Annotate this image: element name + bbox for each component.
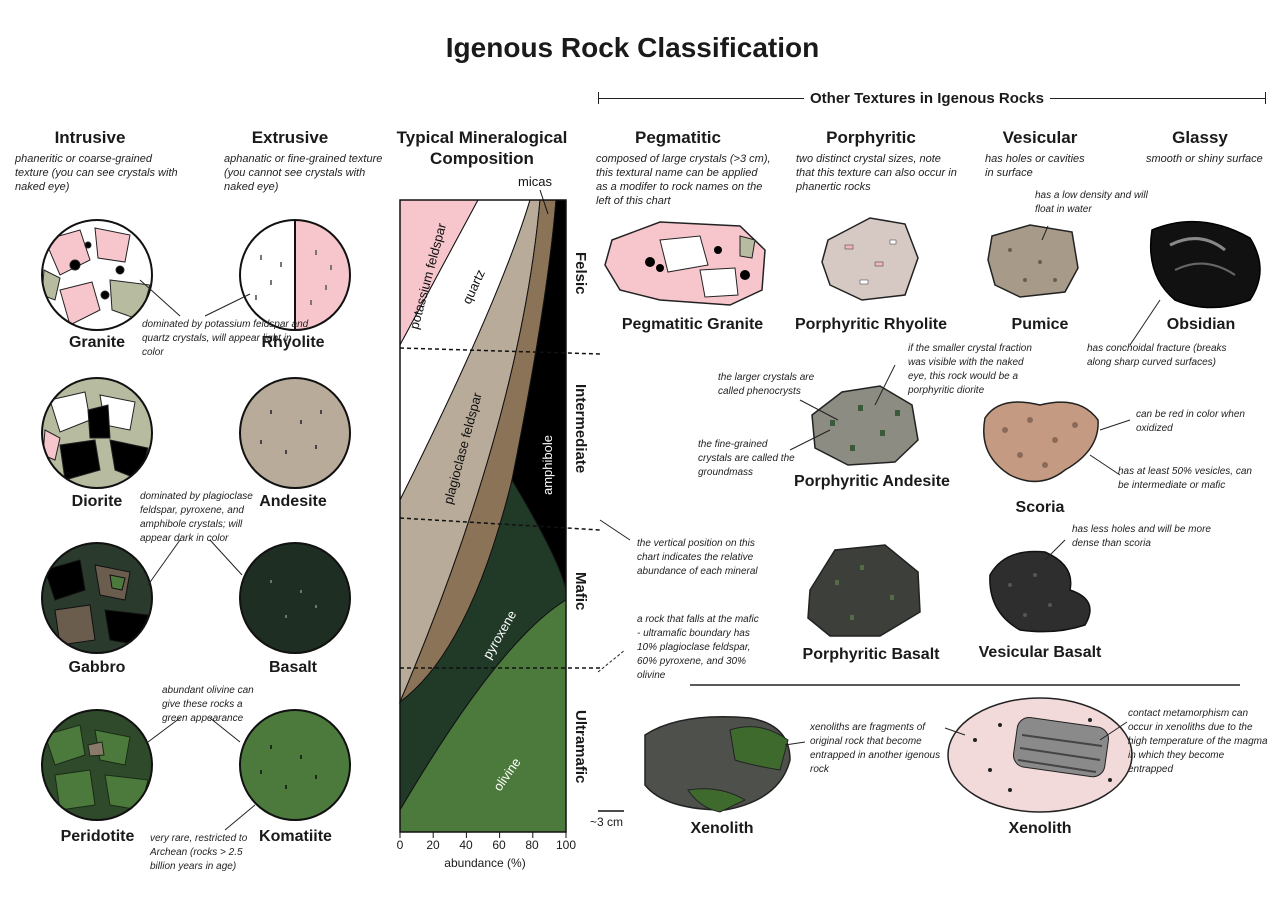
scoria-image [983,401,1099,483]
granite-image [41,219,153,331]
label-micas: micas [518,174,552,189]
extrusive-desc: aphanatic or fine-grained texture (you c… [224,153,383,193]
intrusive-title: Intrusive [54,128,126,147]
xenolith-note: xenoliths are fragments of original rock… [810,722,941,775]
gabbro-image [41,542,153,654]
vesicular-desc: has holes or cavities in surface [985,153,1085,179]
intrusive-desc: phaneritic or coarse-grained texture (yo… [15,153,178,193]
scoria-red-note: can be red in color when oxidized [1136,409,1245,434]
xenolith-1-label: Xenolith [690,820,754,837]
obsidian-label: Obsidian [1166,316,1236,333]
komatiite-label: Komatiite [259,828,332,845]
scoria-vesicle-note: has at least 50% vesicles, can be interm… [1118,466,1252,491]
peridotite-image [41,709,153,821]
pegmatitic-granite-label: Pegmatitic Granite [621,316,764,333]
xenolith-1-image [644,716,791,813]
felsic-note: dominated by potassium feldspar and quar… [142,319,309,358]
chart-frame [399,199,567,833]
komatiite-note: very rare, restricted to Archean (rocks … [150,833,248,872]
peridotite-label: Peridotite [60,828,135,845]
mineral-title-1: Typical Mineralogical [396,128,568,147]
tick-80: 80 [525,838,539,852]
tick-20: 20 [426,838,440,852]
rhyolite-label: Rhyolite [261,334,325,351]
obsidian-note: has conchoidal fracture (breaks along sh… [1087,343,1227,368]
contact-metamorphism-note: contact metamorphism can occur in xenoli… [1128,708,1268,775]
specimens [597,217,1261,813]
scale-label: ~3 cm [590,815,624,829]
mineral-title-2: Composition [430,149,534,168]
xenolith-2-label: Xenolith [1008,820,1072,837]
scoria-label: Scoria [1015,499,1065,516]
komatiite-image [239,709,351,821]
pumice-note: has a low density and will float in wate… [1035,190,1148,215]
porphyritic-rhyolite-label: Porphyritic Rhyolite [794,316,948,333]
phenocryst-note: the larger crystals are called phenocrys… [718,372,815,397]
diorite-label: Diorite [71,493,123,510]
other-textures-header: Other Textures in Igenous Rocks [804,90,1050,107]
diorite-image [41,377,153,489]
granite-label: Granite [68,334,125,351]
basalt-image [239,542,351,654]
pegmatitic-granite-image [604,221,766,306]
zone-felsic: Felsic [572,252,589,295]
glassy-title: Glassy [1172,128,1228,147]
tick-40: 40 [459,838,473,852]
groundmass-note: the fine-grained crystals are called the… [698,439,795,478]
tick-0: 0 [396,838,404,852]
mineral-chart: potassium feldspar quartz plagioclase fe… [398,174,601,838]
x-axis-label: abundance (%) [444,856,526,870]
andesite-image [239,377,351,489]
obsidian-image [1149,220,1261,309]
extrusive-title: Extrusive [251,128,329,147]
vesicular-title: Vesicular [1002,128,1078,147]
porphyritic-andesite-image [811,385,919,466]
diorite-porphyry-note: if the smaller crystal fraction was visi… [908,343,1032,396]
andesite-label: Andesite [259,493,327,510]
vesicular-basalt-note: has less holes and will be more dense th… [1072,524,1211,549]
page-title: Igenous Rock Classification [445,32,820,63]
zone-mafic: Mafic [572,572,589,611]
tick-100: 100 [555,838,577,852]
vesicular-basalt-image [989,550,1091,633]
porphyritic-title: Porphyritic [826,128,916,147]
area-amphibole [511,199,567,591]
boundary-note: a rock that falls at the mafic - ultrama… [637,614,759,681]
label-amphibole: amphibole [540,435,555,495]
basalt-label: Basalt [268,659,318,676]
mafic-note: dominated by plagioclase feldspar, pyrox… [140,491,253,544]
porphyritic-desc: two distinct crystal sizes, note that th… [796,153,957,193]
rhyolite-image [239,219,351,331]
olivine-note: abundant olivine can give these rocks a … [162,685,254,724]
pegmatitic-desc: composed of large crystals (>3 cm), this… [596,153,771,207]
zone-intermediate: Intermediate [572,384,589,474]
vesicular-basalt-label: Vesicular Basalt [978,644,1102,661]
porphyritic-rhyolite-image [821,217,919,301]
pumice-image [987,224,1079,298]
pumice-label: Pumice [1011,316,1069,333]
vertical-position-note: the vertical position on this chart indi… [637,538,758,577]
pegmatitic-title: Pegmatitic [635,128,721,147]
gabbro-label: Gabbro [68,659,126,676]
zone-ultramafic: Ultramafic [572,710,589,784]
porphyritic-basalt-label: Porphyritic Basalt [802,646,940,663]
rock-circles [41,219,351,831]
porphyritic-basalt-image [807,544,921,637]
glassy-desc: smooth or shiny surface [1146,153,1263,165]
xenolith-2-image [947,697,1133,813]
tick-60: 60 [492,838,506,852]
porphyritic-andesite-label: Porphyritic Andesite [794,473,950,490]
